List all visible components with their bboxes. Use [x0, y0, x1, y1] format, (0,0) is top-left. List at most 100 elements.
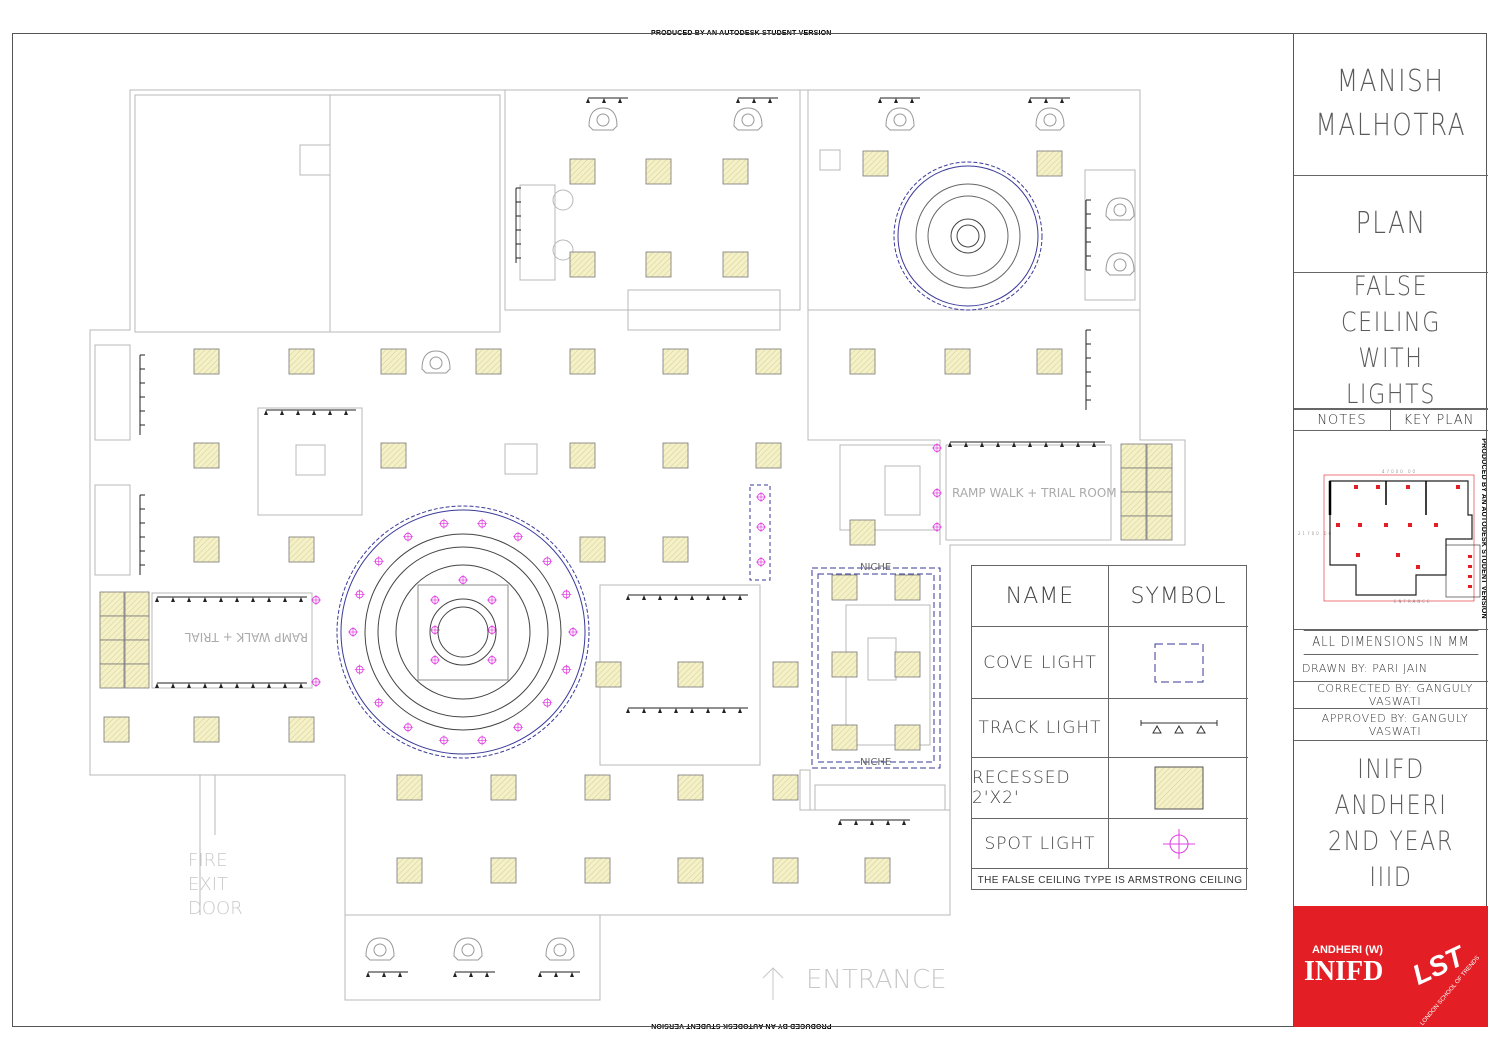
spot-light [430, 595, 440, 605]
chair [1105, 252, 1135, 276]
institute-line-1: INIFD ANDHERI [1334, 753, 1448, 821]
recessed-panel [1120, 467, 1147, 493]
client-name: MANISH MALHOTRA [1294, 33, 1488, 176]
recessed-panel [862, 150, 889, 177]
label-fire-exit-1: FIRE [188, 850, 228, 871]
track-light [626, 707, 748, 713]
recessed-panel [849, 348, 876, 375]
spot-light [487, 595, 497, 605]
track-light [1028, 97, 1070, 103]
logo-branch: ANDHERI (W) [1312, 944, 1383, 956]
recessed-panel [99, 615, 125, 641]
label-ramp-walk-left: RAMP WALK + TRIAL [184, 630, 308, 644]
drawing-type-cell: PLAN [1294, 176, 1488, 273]
track-light [586, 97, 628, 103]
recessed-panel [1120, 515, 1147, 541]
chair [421, 350, 451, 374]
recessed-panel [894, 574, 921, 601]
recessed-panel [380, 442, 407, 469]
spot-light [513, 531, 523, 542]
recessed-panel [1146, 443, 1173, 469]
cove-light-niche-box [811, 567, 941, 769]
recessed-panel [124, 591, 150, 617]
recessed-panel [864, 857, 891, 884]
recessed-panel [831, 724, 858, 751]
track-light [1085, 329, 1091, 410]
recessed-panel [288, 348, 315, 375]
dimensions-note: ALL DIMENSIONS IN MM [1303, 630, 1479, 655]
legend-item-recessed: RECESSED 2'X2' [972, 758, 1109, 818]
recessed-panel [722, 251, 749, 278]
recessed-panel [193, 536, 220, 563]
recessed-panel [103, 716, 130, 743]
recessed-panel [755, 348, 782, 375]
recessed-panel [1146, 515, 1173, 541]
track-light-icon [1109, 699, 1248, 757]
recessed-panel [475, 348, 502, 375]
approved-by: APPROVED BY: GANGULY VASWATI [1294, 709, 1488, 741]
recessed-panel [645, 158, 672, 185]
drawn-by: DRAWN BY: PARI JAIN [1294, 655, 1488, 682]
spot-light [932, 522, 942, 532]
spot-light [354, 589, 365, 600]
drawing-title-cell: FALSE CEILING WITH LIGHTS [1294, 271, 1488, 410]
client-line-1: MANISH [1337, 64, 1445, 99]
recessed-panel [124, 639, 150, 665]
spot-light [373, 697, 384, 708]
spot-light [311, 677, 321, 687]
recessed-panel [124, 615, 150, 641]
recessed-panel [288, 536, 315, 563]
label-niche-bottom: NICHE [860, 757, 891, 768]
recessed-panel [569, 442, 596, 469]
notes-keyplan-row: NOTES KEY PLAN [1294, 409, 1488, 431]
track-light [139, 354, 145, 435]
recessed-panel [1036, 150, 1063, 177]
recessed-panel [894, 651, 921, 678]
recessed-panel [584, 774, 611, 801]
track-light [366, 971, 408, 977]
spot-light [932, 443, 942, 453]
key-plan-label: KEY PLAN [1403, 412, 1475, 428]
recessed-panel [755, 442, 782, 469]
spot-lights [311, 443, 942, 746]
spot-light [348, 627, 358, 637]
recessed-panel [396, 774, 423, 801]
spot-light [561, 664, 572, 675]
recessed-panel [99, 639, 125, 665]
recessed-panel [1036, 348, 1063, 375]
recessed-panel [1120, 491, 1147, 517]
recessed-panel [569, 158, 596, 185]
recessed-panel [99, 663, 125, 689]
entrance-arrow-icon [762, 967, 784, 1000]
spot-light-icon [1109, 819, 1248, 868]
legend-header-name: NAME [972, 566, 1109, 626]
logo-inifd: INIFD [1304, 956, 1384, 987]
legend-table: NAME SYMBOL COVE LIGHT TRACK LIGHT RECES… [971, 565, 1248, 890]
corrected-by: CORRECTED BY: GANGULY VASWATI [1294, 682, 1488, 709]
spot-light [487, 655, 497, 665]
spot-light [756, 522, 766, 532]
key-plan-entrance: ENTRANCE [1394, 599, 1432, 604]
recessed-panel [1120, 443, 1147, 469]
drawing-title-line-2: WITH LIGHTS [1345, 342, 1437, 410]
spot-light [756, 492, 766, 502]
track-light [155, 682, 307, 688]
legend-item-cove-light: COVE LIGHT [972, 627, 1109, 698]
recessed-panel [124, 663, 150, 689]
spot-light [932, 488, 942, 498]
recessed-panel [662, 442, 689, 469]
recessed-panel [193, 442, 220, 469]
recessed-panel [1146, 467, 1173, 493]
recessed-panel [662, 536, 689, 563]
cove-light-icon [1109, 627, 1248, 698]
recessed-panel [584, 857, 611, 884]
recessed-panel [193, 348, 220, 375]
label-niche-top: NICHE [860, 562, 891, 573]
recessed-panel [677, 857, 704, 884]
chair [588, 107, 618, 131]
recessed-panel [722, 158, 749, 185]
recessed-panel [288, 716, 315, 743]
spot-light [403, 722, 413, 733]
recessed-panel [99, 591, 125, 617]
recessed-panel [677, 774, 704, 801]
